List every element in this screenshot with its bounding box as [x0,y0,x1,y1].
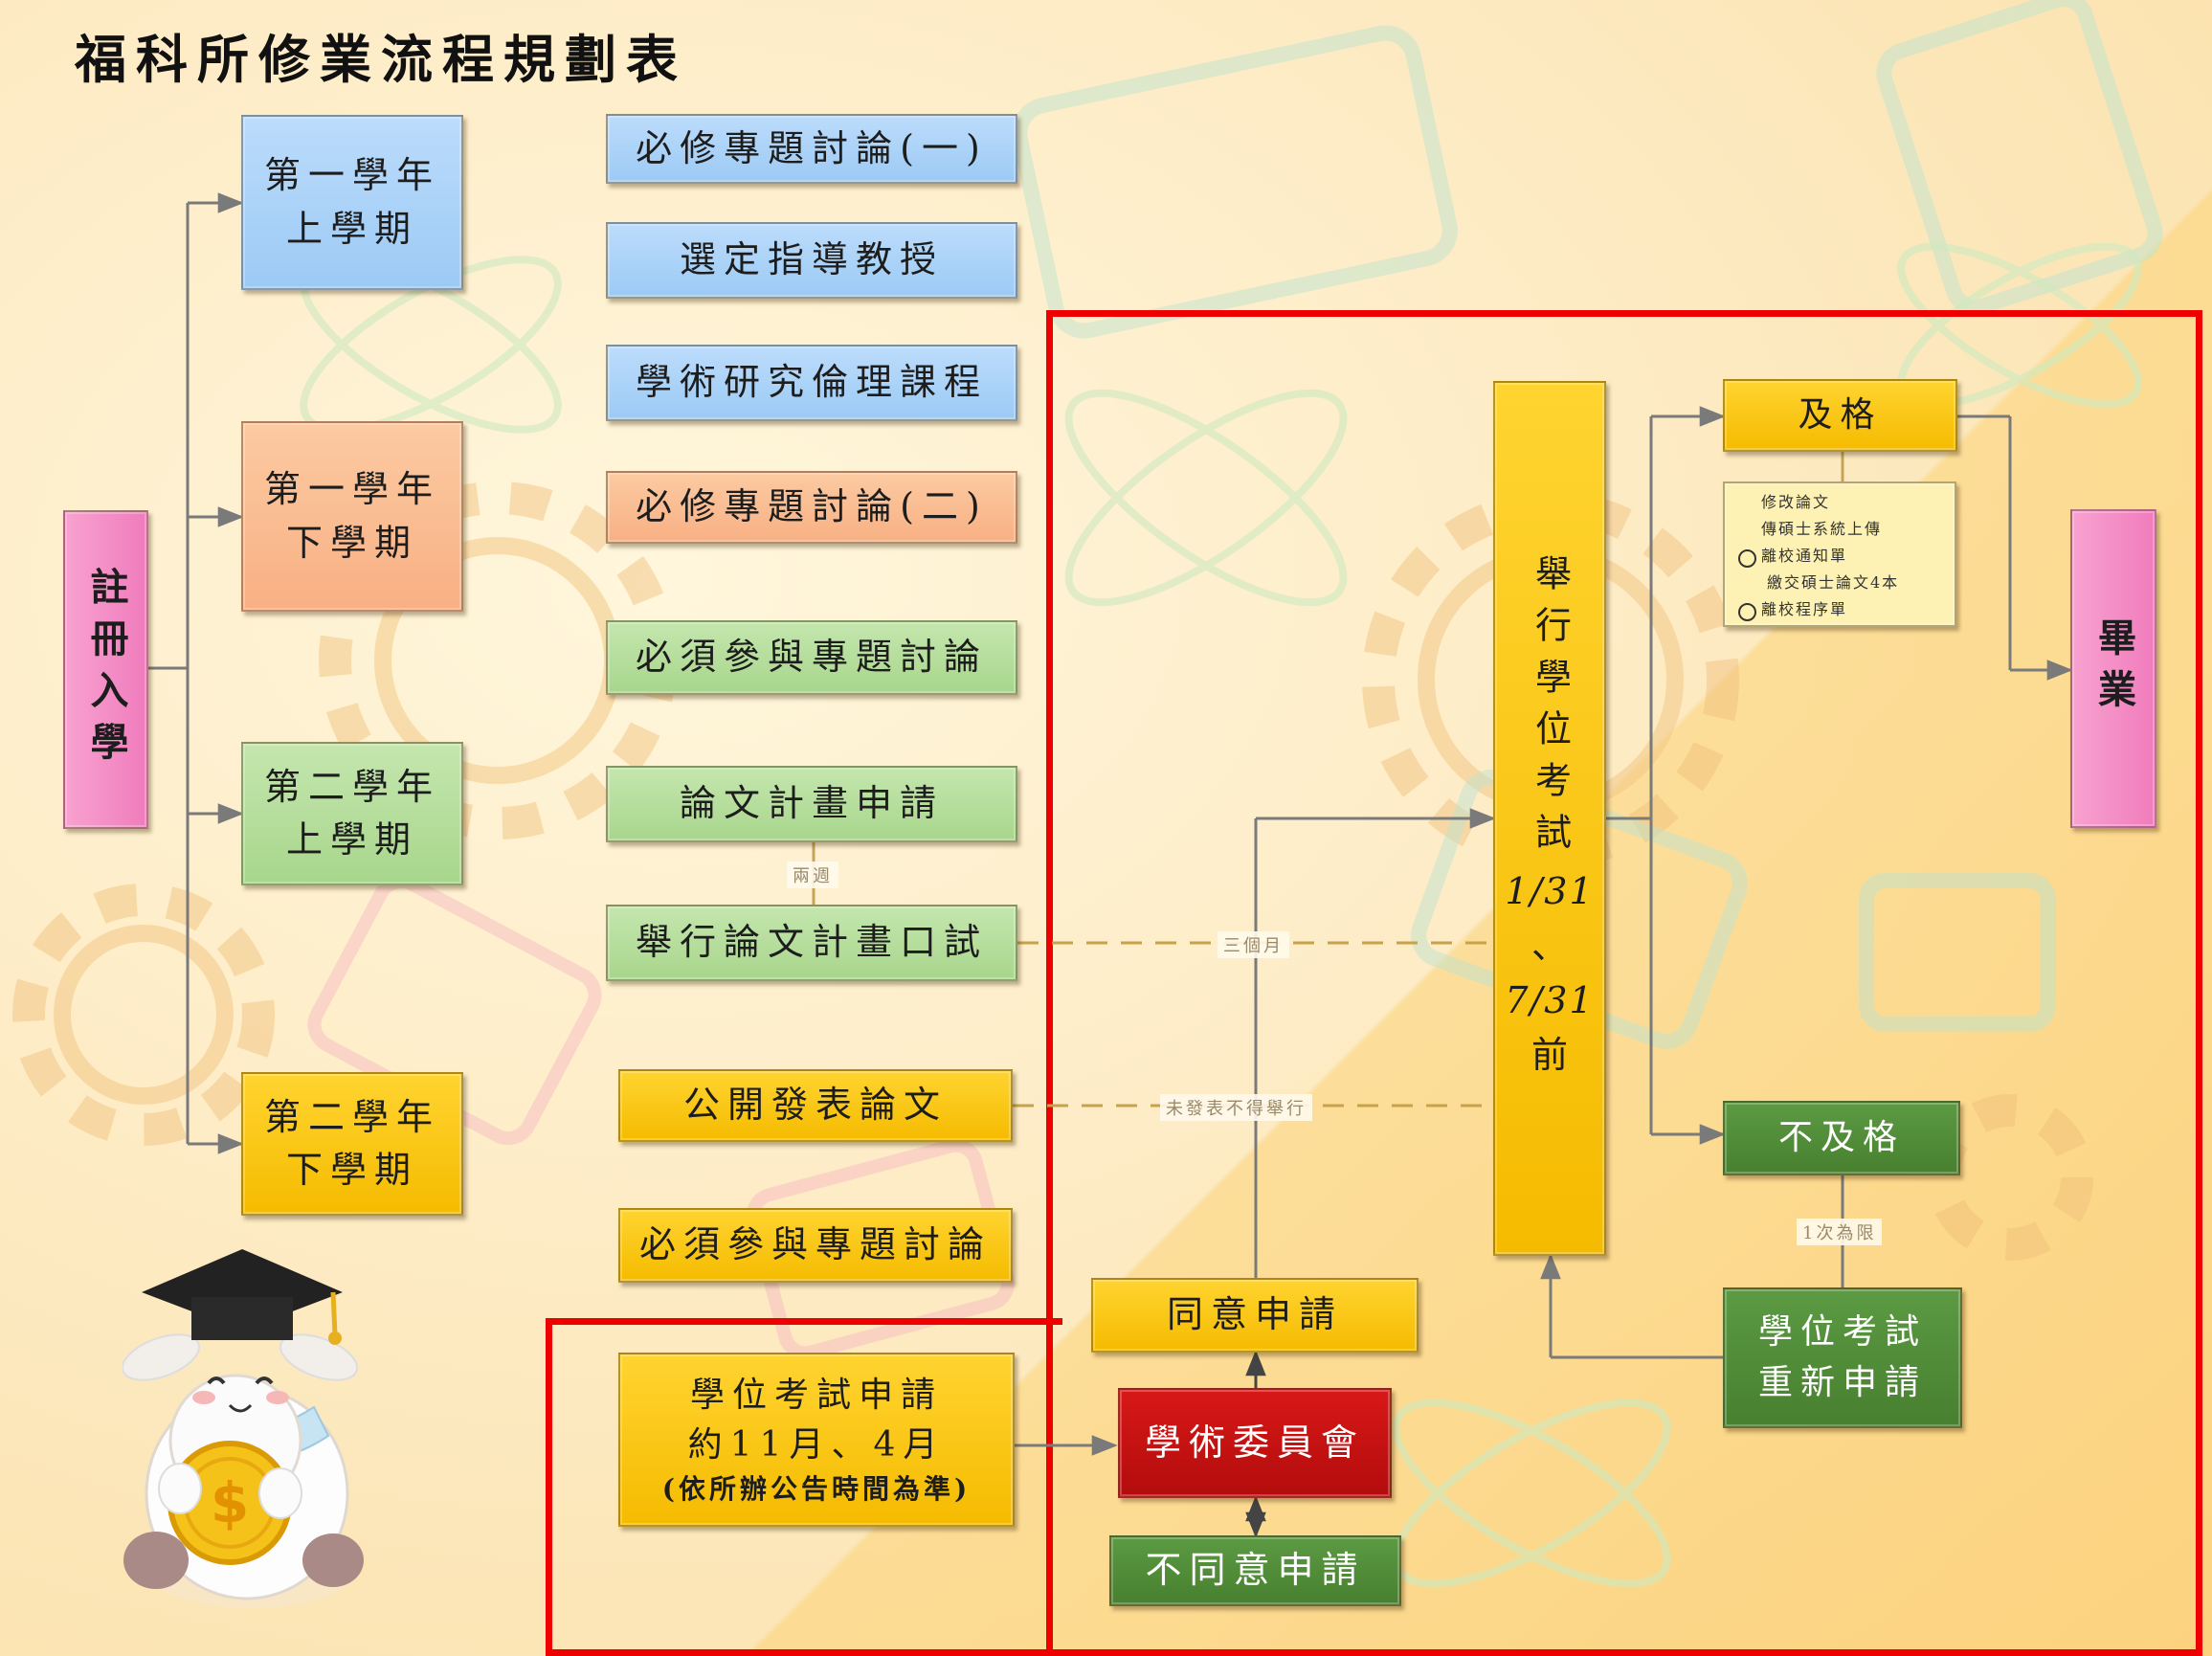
semester-year: 第二學年 [263,765,440,808]
course-attend-seminar-2: 必須參與專題討論 [618,1208,1013,1283]
degree-exam-suffix: 前 [1531,1034,1568,1076]
semester-term: 下學期 [285,521,418,564]
semester-y1-s2: 第一學年 下學期 [241,421,463,612]
reapply-line1: 學位考試 [1757,1312,1927,1353]
enroll-box: 註冊入學 [63,510,148,829]
degree-exam-date1: 1/31 [1505,870,1595,912]
exam-apply-title: 學位考試申請 [689,1375,943,1415]
graduate-label: 畢業 [2091,616,2136,721]
course-proposal-defense: 舉行論文計畫口試 [606,905,1017,981]
graduation-steps-notes: 修改論文 傳碩士系統上傳 離校通知單 繳交碩士論文4本 離校程序單 [1723,481,1956,627]
note-upload-thesis: 傳碩士系統上傳 [1761,520,1883,538]
highlight-frame-upper [1046,310,2202,1656]
disagree-application-box: 不同意申請 [1109,1535,1401,1606]
pass-box: 及格 [1723,379,1957,452]
semester-y2-s2: 第二學年 下學期 [241,1072,463,1216]
course-choose-advisor: 選定指導教授 [606,222,1017,299]
once-limit-label: 1次為限 [1797,1219,1883,1245]
course-seminar-2: 必修專題討論(二) [606,471,1017,544]
semester-term: 下學期 [285,1149,418,1191]
semester-term: 上學期 [285,818,418,861]
course-seminar-1: 必修專題討論(一) [606,114,1017,184]
fail-box: 不及格 [1723,1101,1960,1175]
course-research-ethics: 學術研究倫理課程 [606,345,1017,421]
semester-y1-s1: 第一學年 上學期 [241,115,463,290]
graduate-box: 畢業 [2070,509,2156,828]
enroll-label: 註冊入學 [83,566,129,773]
three-months-label: 三個月 [1218,931,1289,958]
svg-text:$: $ [211,1470,249,1535]
degree-exam-sep: 、 [1531,925,1568,967]
exam-apply-months: 約11月、4月 [687,1424,946,1465]
note-revise-thesis: 修改論文 [1761,493,1831,511]
semester-term: 上學期 [285,207,418,250]
agree-application-box: 同意申請 [1091,1278,1419,1353]
reapply-exam-box: 學位考試 重新申請 [1723,1287,1962,1428]
highlight-frame-lower [546,1318,1062,1656]
two-weeks-label: 兩週 [787,862,838,888]
course-proposal-apply: 論文計畫申請 [606,766,1017,842]
note-leave-notice: 離校通知單 [1738,543,1947,570]
academic-committee-box: 學術委員會 [1118,1388,1392,1498]
circle-icon [1738,549,1756,568]
semester-year: 第一學年 [263,468,440,511]
semester-y2-s1: 第二學年 上學期 [241,742,463,885]
semester-year: 第一學年 [263,154,440,197]
page-title: 福科所修業流程規劃表 [75,29,687,90]
note-leave-procedure: 離校程序單 [1738,596,1947,623]
exam-application-box: 學位考試申請 約11月、4月 (依所辦公告時間為準) [618,1353,1015,1527]
semester-year: 第二學年 [263,1095,440,1138]
degree-exam-title: 舉行學位考試 [1529,554,1572,864]
course-attend-seminar: 必須參與專題討論 [606,620,1017,695]
not-published-label: 未發表不得舉行 [1160,1094,1312,1121]
course-publish-paper: 公開發表論文 [618,1069,1013,1142]
note-submit-copies: 繳交碩士論文4本 [1767,573,1900,592]
graduate-sheep-mascot-icon: $ [123,1249,364,1608]
degree-exam-date2: 7/31 [1505,979,1595,1021]
degree-exam-box: 舉行學位考試 1/31 、 7/31 前 [1493,381,1606,1256]
reapply-line2: 重新申請 [1757,1362,1927,1402]
circle-icon [1738,603,1756,621]
exam-apply-note: (依所辦公告時間為準) [661,1472,972,1505]
